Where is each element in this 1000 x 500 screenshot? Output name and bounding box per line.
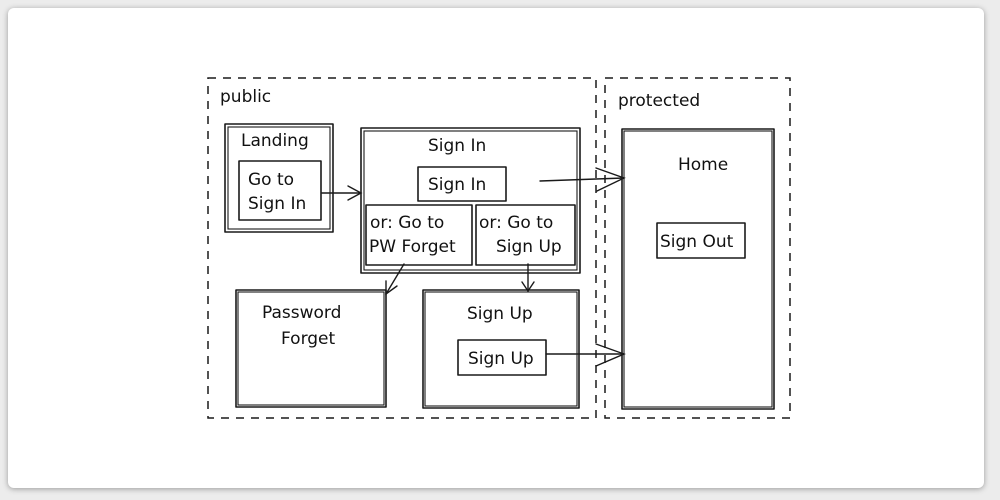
path	[595, 343, 626, 367]
sign-in-button[interactable]: Sign In	[417, 166, 507, 202]
sign-up-box	[422, 289, 580, 409]
go-to-pw-forget-line2: PW Forget	[369, 237, 456, 257]
sign-up-box-stroke	[424, 291, 578, 407]
arrow-sign-in-to-home	[539, 167, 626, 192]
home-node: Home Sign Out	[621, 128, 775, 410]
go-to-sign-in-line2: Sign In	[248, 194, 306, 214]
path	[347, 185, 363, 201]
sign-up-button[interactable]: Sign Up	[457, 339, 547, 376]
protected-zone: protected	[604, 77, 791, 419]
go-to-pw-forget-line1: or: Go to	[370, 213, 444, 233]
password-forget-node: Password Forget	[235, 289, 387, 408]
go-to-sign-up-line1: or: Go to	[479, 213, 553, 233]
landing-box-stroke	[227, 126, 331, 230]
password-forget-title-line1: Password	[262, 303, 341, 323]
go-to-pw-forget-box[interactable]	[365, 204, 473, 266]
sign-out-button[interactable]: Sign Out	[656, 222, 746, 259]
path	[595, 167, 626, 192]
public-zone: public	[207, 77, 597, 419]
public-zone-border	[207, 77, 597, 419]
sign-up-node: Sign Up Sign Up	[422, 289, 580, 409]
home-box-stroke	[623, 130, 773, 408]
go-to-pw-forget-button[interactable]: or: Go to PW Forget	[365, 204, 473, 266]
sign-in-box-stroke	[363, 130, 578, 271]
home-title: Home	[678, 155, 728, 175]
sign-in-button-box[interactable]	[417, 166, 507, 202]
go-to-sign-up-box[interactable]	[475, 204, 576, 266]
go-to-sign-up-button[interactable]: or: Go to Sign Up	[475, 204, 576, 266]
sign-up-button-label: Sign Up	[468, 349, 534, 369]
path	[385, 263, 405, 295]
home-box	[621, 128, 775, 410]
sign-out-button-label: Sign Out	[660, 232, 734, 252]
go-to-sign-in-line1: Go to	[248, 170, 294, 190]
sign-up-button-box[interactable]	[457, 339, 547, 376]
path	[385, 280, 398, 296]
protected-zone-label: protected	[618, 91, 700, 111]
arrow-sign-up-to-home	[545, 343, 626, 367]
arrow-sign-up-link-to-sign-up	[521, 263, 535, 293]
sign-up-title: Sign Up	[467, 304, 533, 324]
sign-in-title: Sign In	[428, 136, 486, 156]
path	[539, 177, 625, 182]
protected-zone-border	[604, 77, 791, 419]
password-forget-box	[235, 289, 387, 408]
public-zone-label: public	[220, 87, 271, 107]
sign-out-button-box[interactable]	[656, 222, 746, 259]
landing-node: Landing Go to Sign In	[224, 123, 334, 233]
arrow-pw-forget-link-to-password-forget	[385, 263, 405, 296]
password-forget-box-stroke	[237, 291, 385, 406]
arrow-landing-to-sign-in	[321, 185, 363, 201]
sign-in-node: Sign In Sign In or: Go to PW Forget or: …	[360, 127, 581, 274]
sign-in-button-label: Sign In	[428, 175, 486, 195]
landing-title: Landing	[241, 131, 309, 151]
landing-box	[224, 123, 334, 233]
path	[521, 281, 535, 293]
sign-in-box	[360, 127, 581, 274]
go-to-sign-in-box[interactable]	[238, 160, 322, 221]
go-to-sign-up-line2: Sign Up	[496, 237, 562, 257]
go-to-sign-in-button[interactable]: Go to Sign In	[238, 160, 322, 221]
password-forget-title-line2: Forget	[281, 329, 336, 349]
